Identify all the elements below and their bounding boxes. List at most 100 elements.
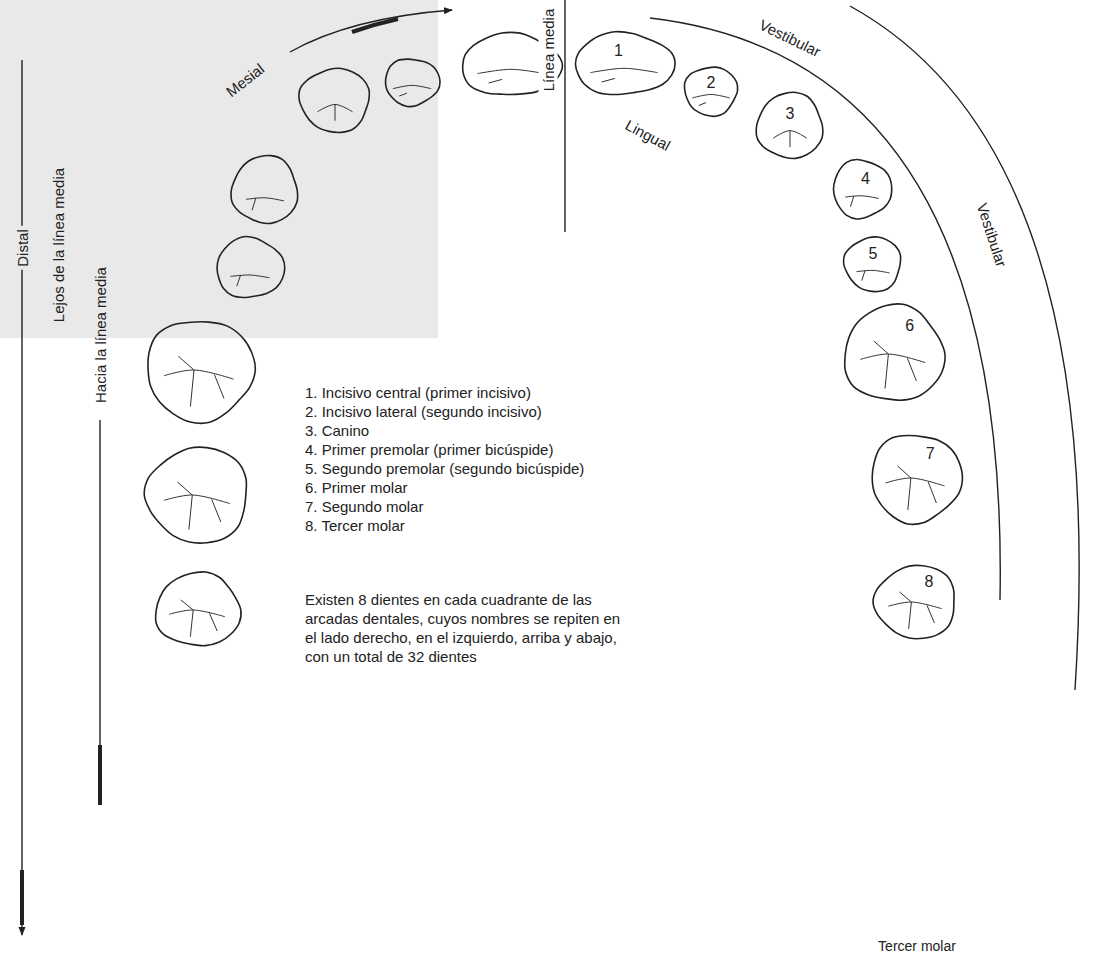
tooth-list-item: 5. Segundo premolar (segundo bicúspide) <box>305 459 656 478</box>
tooth-number: 3 <box>784 105 797 123</box>
tooth-groove <box>181 600 193 610</box>
distal-arrow-bar <box>20 870 24 925</box>
distal-arrow <box>21 60 22 935</box>
direction-line <box>99 420 100 805</box>
tooth-groove <box>190 610 193 637</box>
tooth-box: 8 <box>870 560 962 644</box>
tooth-crown <box>299 68 369 132</box>
tooth-groove <box>590 68 657 72</box>
tooth-groove <box>692 94 729 97</box>
midline-label: Línea media <box>539 6 558 95</box>
tooth-caption: Tercer molar <box>878 937 956 956</box>
tooth-groove <box>164 495 230 504</box>
tooth-groove <box>845 196 879 199</box>
tooth-groove <box>178 356 194 370</box>
tooth-list-item: 1. Incisivo central (primer incisivo) <box>305 383 656 402</box>
tooth-list-item: 6. Primer molar <box>305 478 656 497</box>
tooth-box: 5 <box>840 232 906 296</box>
tooth-crown <box>148 322 255 423</box>
tooth-groove <box>177 482 192 495</box>
tooth-groove <box>169 610 225 617</box>
tooth-groove <box>477 69 544 73</box>
tooth-groove <box>252 198 256 210</box>
tooth-shape <box>568 28 680 100</box>
mesial-arrow-bar <box>352 19 398 32</box>
tooth-crown <box>217 237 285 298</box>
tooth-groove <box>874 341 889 354</box>
tooth-shape <box>840 232 906 296</box>
tooth-outline <box>299 68 369 132</box>
tooth-groove <box>850 196 853 207</box>
note-paragraph: Existen 8 dientes en cada cuadrante de l… <box>305 590 623 666</box>
direction-label: Hacia la línea media <box>91 267 110 403</box>
tooth-groove <box>335 104 336 120</box>
direction-label: Mesial <box>222 59 268 101</box>
tooth-list-item: 7. Segundo molar <box>305 497 656 516</box>
surface-label: Vestibular <box>973 201 1011 270</box>
tooth-outline <box>144 447 246 543</box>
scan-shade <box>0 0 438 338</box>
tooth-outline <box>148 322 255 423</box>
tooth-groove <box>214 375 224 399</box>
tooth-shape <box>752 88 828 164</box>
tooth-groove <box>885 354 888 389</box>
tooth-groove <box>885 478 944 486</box>
tooth-box: 7 <box>865 428 967 528</box>
left-teeth <box>144 32 562 645</box>
tooth-groove <box>489 79 502 83</box>
tooth-shape <box>838 300 950 408</box>
tooth-list-item: 4. Primer premolar (primer bicúspide) <box>305 440 656 459</box>
tooth-crown <box>231 155 298 223</box>
tooth-number: 4 <box>859 170 872 188</box>
tooth-box: 2 <box>680 62 742 120</box>
tooth-crown <box>144 447 246 543</box>
midline <box>564 0 565 232</box>
tooth-groove <box>927 605 934 623</box>
tooth-number: 8 <box>922 573 935 591</box>
tooth-outline <box>385 59 440 106</box>
tooth-list-item: 8. Tercer molar <box>305 516 656 535</box>
tooth-groove <box>899 592 911 602</box>
tooth-groove <box>237 275 241 286</box>
tooth-groove <box>790 131 791 148</box>
tooth-groove <box>393 85 431 88</box>
tooth-crown <box>845 304 945 400</box>
tooth-groove <box>699 103 706 106</box>
tooth-crown <box>872 435 962 524</box>
tooth-groove <box>888 602 941 609</box>
tooth-crown <box>756 92 823 158</box>
tooth-shape <box>828 155 896 223</box>
tooth-crown <box>833 160 891 220</box>
tooth-groove <box>928 482 936 503</box>
tooth-outline <box>156 572 241 646</box>
tooth-groove <box>907 358 916 381</box>
vestibular-arc <box>650 18 1000 600</box>
tooth-shape <box>870 560 962 644</box>
tooth-outline <box>217 237 285 298</box>
tooth-list-item: 3. Canino <box>305 421 656 440</box>
mesial-arrow <box>290 10 452 52</box>
tooth-box: 4 <box>828 155 896 223</box>
tooth-box: 3 <box>752 88 828 164</box>
tooth-shape <box>865 428 967 528</box>
tooth-groove <box>246 198 284 201</box>
tooth-groove <box>164 370 234 379</box>
tooth-groove <box>862 270 865 280</box>
direction-label: Lejos de la línea media <box>49 168 68 322</box>
tooth-groove <box>602 78 615 82</box>
tooth-groove <box>399 93 407 96</box>
tooth-number: 2 <box>705 74 718 92</box>
direction-line-bar <box>98 745 102 805</box>
tooth-crown <box>385 59 440 106</box>
tooth-groove <box>909 602 912 629</box>
tooth-crown <box>873 565 954 638</box>
tooth-crown <box>156 572 241 646</box>
tooth-number: 6 <box>903 317 916 335</box>
tooth-groove <box>898 466 911 478</box>
tooth-groove <box>231 275 270 278</box>
surface-label: Lingual <box>622 115 674 154</box>
surface-label: Vestibular <box>756 15 824 61</box>
tooth-groove <box>212 499 221 522</box>
